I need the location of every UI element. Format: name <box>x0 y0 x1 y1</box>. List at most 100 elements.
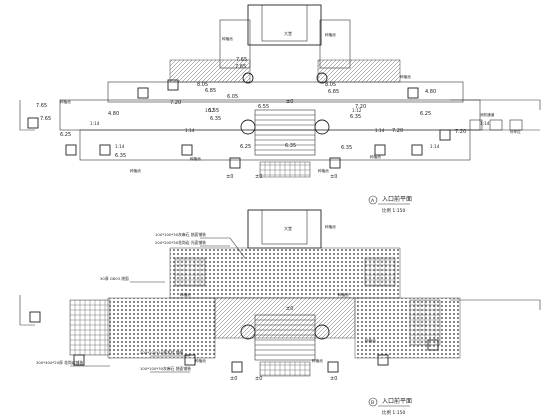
svg-text:7.20: 7.20 <box>392 128 403 134</box>
plan-b-title: 入口前平面 <box>382 397 412 405</box>
elevation-labels-b: ±0 ±0 ±0 ±0 <box>230 306 337 382</box>
svg-text:30厚 G603 烧面: 30厚 G603 烧面 <box>100 276 129 281</box>
svg-text:7.20: 7.20 <box>455 129 466 135</box>
svg-text:7.65: 7.65 <box>236 57 247 63</box>
svg-text:±0: ±0 <box>255 174 262 180</box>
svg-text:1:14: 1:14 <box>90 121 100 126</box>
svg-text:种植池: 种植池 <box>190 156 201 161</box>
svg-text:±0: ±0 <box>330 376 337 382</box>
svg-text:B: B <box>371 400 374 406</box>
svg-text:1:12: 1:12 <box>352 108 362 113</box>
entry-pavers-a <box>259 161 311 178</box>
svg-text:100*100*30灰麻石 烧面铺装: 100*100*30灰麻石 烧面铺装 <box>140 366 191 371</box>
plan-a-building-label: 大堂 <box>284 30 292 36</box>
svg-text:A: A <box>371 198 375 204</box>
plan-a: 大堂 <box>19 4 541 214</box>
plan-b-building-label: 大堂 <box>284 225 292 231</box>
pillar-top-left <box>242 72 254 84</box>
svg-text:±0: ±0 <box>226 174 233 180</box>
main-building-outline <box>247 4 322 46</box>
svg-text:种植池: 种植池 <box>338 292 349 297</box>
plan-b: 大堂 <box>19 209 541 416</box>
right-tile-field <box>409 299 441 346</box>
svg-text:种植池: 种植池 <box>222 36 233 41</box>
area-labels-a: 种植池 种植池 种植池 种植池 种植池 种植池 种植池 种植池 消防通道 停车位 <box>60 32 521 173</box>
svg-text:6.55: 6.55 <box>208 108 219 114</box>
diamond-planter-left <box>174 257 206 287</box>
right-edge-wall <box>450 99 541 110</box>
planter-boxes-a <box>27 79 451 169</box>
lobby-room <box>261 4 308 42</box>
svg-text:7.65: 7.65 <box>40 116 51 122</box>
plan-b-scale: 比例 1:150 <box>382 409 406 416</box>
diamond-planter-right <box>364 257 396 287</box>
right-edge-wall-b <box>450 299 541 310</box>
svg-text:1:14: 1:14 <box>115 144 125 149</box>
svg-text:种植池: 种植池 <box>195 358 206 363</box>
svg-text:6.35: 6.35 <box>350 114 361 120</box>
svg-text:种植池: 种植池 <box>60 99 71 104</box>
left-edge-wall-b <box>19 295 35 326</box>
svg-text:6.85: 6.85 <box>328 89 339 95</box>
svg-text:8.05: 8.05 <box>197 82 208 88</box>
svg-text:6.35: 6.35 <box>115 153 126 159</box>
svg-text:300*400*20厚 花岗岩铺装: 300*400*20厚 花岗岩铺装 <box>36 360 83 365</box>
plan-a-title-block: A 入口前平面 比例 1:150 <box>368 195 412 214</box>
svg-text:±0: ±0 <box>286 306 293 312</box>
svg-text:1:12: 1:12 <box>205 108 215 113</box>
svg-text:1:14: 1:14 <box>430 144 440 149</box>
svg-text:停车位: 停车位 <box>510 129 521 134</box>
section-marker-b <box>368 397 378 407</box>
svg-text:种植池: 种植池 <box>180 292 191 297</box>
right-terrace <box>317 59 401 83</box>
material-callouts: 100*100*30灰麻石 烧面铺装 200*200*30花岗岩 光面铺装 30… <box>36 232 246 373</box>
entry-pavers-b <box>259 361 311 377</box>
left-edge-wall <box>19 100 35 131</box>
pillar-right <box>314 119 330 135</box>
hatched-stairs-b <box>214 297 356 339</box>
svg-text:8.05: 8.05 <box>325 82 336 88</box>
svg-text:种植池: 种植池 <box>325 32 336 37</box>
svg-text:消防通道: 消防通道 <box>480 112 495 117</box>
svg-text:6.55: 6.55 <box>258 104 269 110</box>
svg-text:1:14: 1:14 <box>375 128 385 133</box>
section-marker-a <box>368 195 378 205</box>
svg-text:种植池: 种植池 <box>318 168 329 173</box>
svg-text:7.65: 7.65 <box>36 103 47 109</box>
svg-text:±0: ±0 <box>255 376 262 382</box>
svg-text:7.20: 7.20 <box>170 100 181 106</box>
svg-text:种植池: 种植池 <box>312 358 323 363</box>
svg-text:6.25: 6.25 <box>420 111 431 117</box>
svg-text:种植池: 种植池 <box>325 224 336 229</box>
plan-b-title-block: B 入口前平面 比例 1:150 <box>368 397 412 416</box>
svg-text:种植池: 种植池 <box>370 154 381 159</box>
central-stairs-a <box>254 109 316 156</box>
svg-text:±0: ±0 <box>286 99 293 105</box>
svg-text:种植池: 种植池 <box>365 338 376 343</box>
svg-text:6.35: 6.35 <box>285 143 296 149</box>
plan-a-title: 入口前平面 <box>382 195 412 203</box>
svg-text:100*100*30灰麻石 烧面铺装: 100*100*30灰麻石 烧面铺装 <box>155 232 206 237</box>
svg-text:4.80: 4.80 <box>108 111 119 117</box>
svg-text:4.80: 4.80 <box>425 89 436 95</box>
svg-text:种植池: 种植池 <box>130 168 141 173</box>
svg-text:1:14: 1:14 <box>480 121 490 126</box>
svg-text:6.35: 6.35 <box>210 116 221 122</box>
planter-boxes-b <box>29 311 439 373</box>
central-stairs-b <box>254 314 316 361</box>
svg-text:±0: ±0 <box>330 174 337 180</box>
parking-bays <box>469 119 523 131</box>
svg-text:200*200*30黄木纹 铺装: 200*200*30黄木纹 铺装 <box>140 350 184 355</box>
svg-text:200*200*30花岗岩 光面铺装: 200*200*30花岗岩 光面铺装 <box>155 240 206 245</box>
pillar-left <box>240 119 256 135</box>
pillar-top-right <box>316 72 328 84</box>
svg-text:7.65: 7.65 <box>235 64 246 70</box>
svg-text:6.35: 6.35 <box>341 145 352 151</box>
upper-plaza <box>107 81 464 103</box>
svg-text:1:14: 1:14 <box>185 128 195 133</box>
dotted-paving-upper <box>169 247 401 299</box>
svg-text:6.85: 6.85 <box>205 88 216 94</box>
svg-text:6.25: 6.25 <box>240 144 251 150</box>
pillar-right-b <box>314 324 330 340</box>
